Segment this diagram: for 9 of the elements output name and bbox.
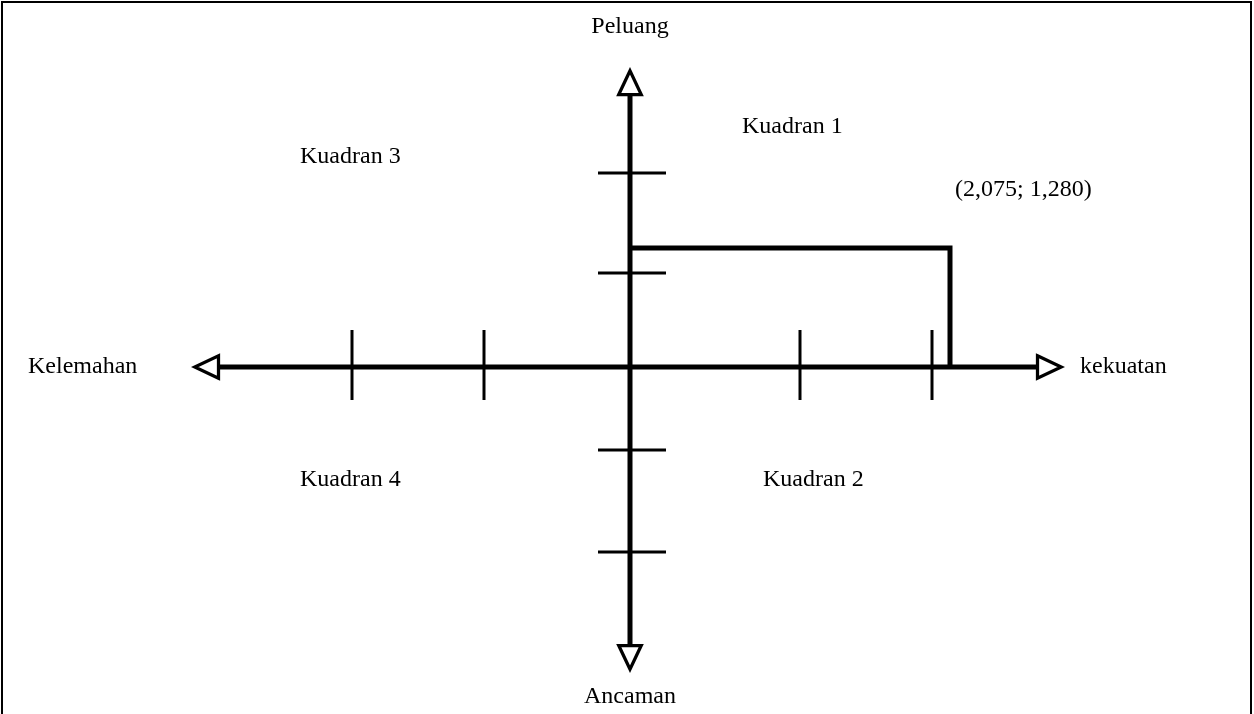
axis-label: Peluang: [591, 11, 669, 40]
axis-label: Kuadran 1: [742, 111, 843, 140]
axis-label: Kuadran 2: [763, 464, 864, 493]
axis-label: Kelemahan: [28, 351, 138, 380]
axis-label: Ancaman: [584, 681, 676, 710]
axis-label: Kuadran 4: [300, 464, 401, 493]
axis-label: kekuatan: [1080, 351, 1167, 380]
axis-label: Kuadran 3: [300, 141, 401, 170]
axis-label: (2,075; 1,280): [955, 174, 1092, 203]
